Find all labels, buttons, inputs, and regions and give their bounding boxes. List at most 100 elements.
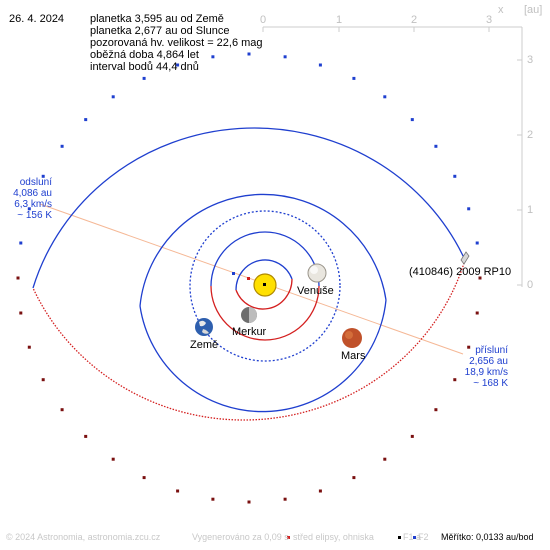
orbit-point [19,311,23,315]
earth-orbit [189,210,341,362]
perihelion-info: přísluní 2,656 au 18,9 km/s ~ 168 K [458,345,508,389]
perihelion-speed: 18,9 km/s [464,367,508,378]
aphelion-title: odsluní [19,177,52,188]
date-label: 26. 4. 2024 [9,13,65,25]
footer-generated: Vygenerováno za 0,09 s [192,532,289,542]
x-tick-label: 0 [260,14,267,26]
aphelion-info: odsluní 4,086 au 6,3 km/s ~ 156 K [2,177,52,221]
asteroid-orbit-below [32,259,466,421]
orbit-point [60,408,64,412]
footer-legend-f2: F2 [418,532,429,542]
aphelion-distance: 4,086 au [13,188,52,199]
ellipse-center-marker [247,277,250,280]
orbit-point [247,500,251,504]
y-tick-label: 3 [527,54,534,66]
orbit-point [142,76,146,80]
asteroid-orbit-above [32,127,466,289]
y-tick-label: 2 [527,129,534,141]
orbit-point [453,378,457,382]
info-distance-sun: planetka 2,677 au od Slunce [90,25,230,37]
orbit-point [84,118,88,122]
orbit-point [16,276,20,280]
orbit-point [383,95,387,99]
info-magnitude: pozorovaná hv. velikost = 22,6 mag [90,37,263,49]
mars-label: Mars [341,350,366,362]
mars-orbit-below [139,299,387,413]
orbit-point [211,55,215,59]
orbit-point [434,144,438,148]
asteroid-marker-icon [460,251,470,265]
x-tick-label: 1 [336,14,343,26]
info-block: planetka 3,595 au od Země planetka 2,677… [90,13,263,73]
orbit-point [60,144,64,148]
venus-planet-icon [307,263,327,283]
venus-orbit-below [210,285,320,341]
orbit-point [467,345,471,349]
axes [262,26,523,287]
venus-orbit-above [210,231,320,287]
orbit-point [247,52,251,56]
footer-copyright: © 2024 Astronomia, astronomia.zcu.cz [6,532,161,542]
mercury-label: Merkur [232,326,267,338]
orbit-point [27,207,31,211]
legend-f2-marker [413,536,416,539]
orbit-point [283,497,287,501]
orbit-point [410,118,414,122]
earth-planet-icon [195,318,213,336]
mercury-orbit-below [235,278,293,310]
footer-legend-f1: F1 a [403,532,422,542]
asteroid-orbit-points [16,52,482,504]
sun-icon [253,273,277,297]
y-tick-label: 0 [527,279,534,291]
orbit-point [478,276,482,280]
asteroid-label: (410846) 2009 RP10 [409,266,512,278]
x-tick-label: 2 [411,14,418,26]
earth-label: Země [190,339,219,351]
x-tick-label: 3 [486,14,493,26]
orbit-point [383,457,387,461]
footer-legend-center: střed elipsy, ohniska [293,532,374,542]
orbit-point [142,476,146,480]
orbit-point [352,76,356,80]
orbit-point [475,241,479,245]
mercury-orbit-above [235,259,293,291]
perihelion-temp: ~ 168 K [473,378,508,389]
mercury-planet-icon [241,307,257,323]
venus-label: Venuše [297,285,334,297]
focus-f2-marker [232,272,235,275]
orbit-point [318,489,322,493]
orbit-point [111,95,115,99]
legend-f1-marker [398,536,401,539]
x-axis-label: x [498,4,504,16]
orbit-point [41,174,45,178]
legend-center-marker [287,536,290,539]
orbit-point [176,489,180,493]
info-period: oběžná doba 4,864 let [90,49,199,61]
orbit-point [27,345,31,349]
orbit-point [318,63,322,67]
aphelion-temp: ~ 156 K [17,210,52,221]
unit-label: [au] [524,4,543,16]
orbit-point [283,55,287,59]
orbit-point [111,457,115,461]
footer-scale: Měřítko: 0,0133 au/bod [441,532,534,542]
orbit-point [176,63,180,67]
perihelion-distance: 2,656 au [469,356,508,367]
info-interval: interval bodů 44,4 dnů [90,61,199,73]
perihelion-title: přísluní [475,345,508,356]
orbit-point [84,434,88,438]
mars-orbit-above [139,193,387,307]
orbit-point [467,207,471,211]
orbit-point [19,241,23,245]
orbit-point [41,378,45,382]
orbit-point [352,476,356,480]
mars-planet-icon [342,328,362,348]
info-distance-earth: planetka 3,595 au od Země [90,13,224,25]
orbit-point [434,408,438,412]
orbit-point [475,311,479,315]
y-tick-label: 1 [527,204,534,216]
apsis-line [39,203,464,355]
aphelion-speed: 6,3 km/s [14,199,52,210]
orbit-point [453,174,457,178]
